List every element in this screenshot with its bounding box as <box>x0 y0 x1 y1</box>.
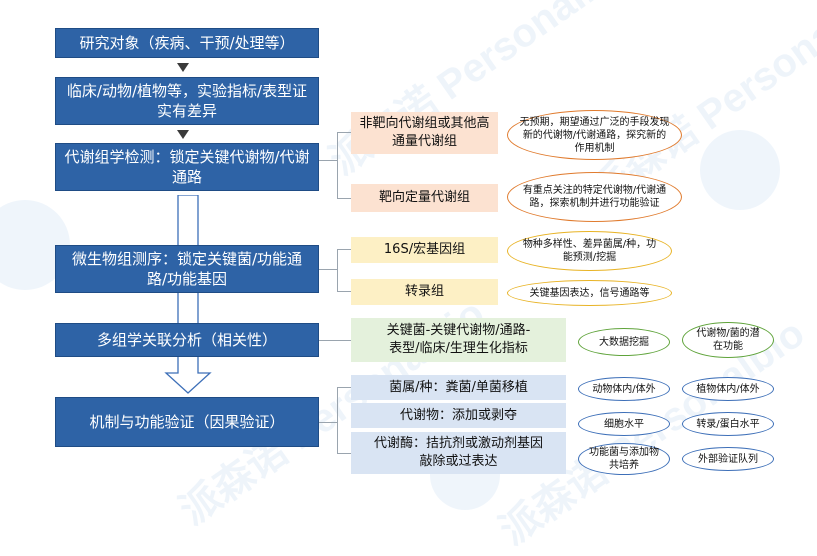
connector-line <box>319 160 337 161</box>
strain-transplant-box: 菌属/种：粪菌/单菌移植 <box>351 375 566 400</box>
untargeted-metabolome-box: 非靶向代谢组或其他高通量代谢组 <box>351 112 498 154</box>
association-box: 关键菌-关键代谢物/通路-表型/临床/生理生化指标 <box>351 318 566 362</box>
bigdata-mining-oval: 大数据挖掘 <box>578 328 670 356</box>
potential-function-oval: 代谢物/菌的潜在功能 <box>682 322 774 358</box>
coculture-oval: 功能菌与添加物共培养 <box>578 443 670 475</box>
transcriptome-note-oval: 关键基因表达，信号通路等 <box>507 280 672 306</box>
watermark-blob <box>700 130 780 210</box>
external-cohort-oval: 外部验证队列 <box>682 447 774 471</box>
connector-line <box>319 269 337 270</box>
connector-line <box>337 132 351 133</box>
connector-line <box>319 422 337 423</box>
connector-line <box>319 340 351 341</box>
connector-line <box>337 249 351 250</box>
main-step-phenotype: 临床/动物/植物等，实验指标/表型证实有差异 <box>55 77 319 125</box>
connector-line <box>337 198 351 199</box>
metabolite-add-remove-box: 代谢物：添加或剥夺 <box>351 403 566 428</box>
main-step-microbiome: 微生物组测序：锁定关键菌/功能通路/功能基因 <box>55 245 319 293</box>
plant-invivo-oval: 植物体内/体外 <box>682 377 774 401</box>
main-step-metabolomics: 代谢组学检测：锁定关键代谢物/代谢通路 <box>55 143 319 191</box>
16s-metagenome-box: 16S/宏基因组 <box>351 237 498 263</box>
connector-line <box>337 387 338 453</box>
main-step-association: 多组学关联分析（相关性） <box>55 323 319 357</box>
hollow-down-arrow <box>164 195 212 394</box>
main-step-validation: 机制与功能验证（因果验证） <box>55 397 319 447</box>
connector-line <box>337 453 351 454</box>
down-arrow <box>177 63 189 72</box>
transcriptome-box: 转录组 <box>351 279 498 305</box>
transcript-protein-oval: 转录/蛋白水平 <box>682 412 774 436</box>
connector-line <box>337 132 338 198</box>
main-step-research-object: 研究对象（疾病、干预/处理等） <box>55 28 319 58</box>
targeted-note-oval: 有重点关注的特定代谢物/代谢通路，探索机制并进行功能验证 <box>507 172 682 222</box>
targeted-metabolome-box: 靶向定量代谢组 <box>351 184 498 212</box>
animal-invivo-oval: 动物体内/体外 <box>578 377 670 401</box>
down-arrow <box>177 130 189 139</box>
untargeted-note-oval: 无预期，期望通过广泛的手段发现新的代谢物/代谢通路，探究新的作用机制 <box>507 110 682 160</box>
cell-level-oval: 细胞水平 <box>578 412 670 436</box>
metabolic-enzyme-box: 代谢酶：拮抗剂或激动剂基因敲除或过表达 <box>351 432 566 474</box>
connector-line <box>337 387 351 388</box>
16s-note-oval: 物种多样性、差异菌属/种，功能预测/挖掘 <box>507 231 672 271</box>
connector-line <box>337 249 338 291</box>
connector-line <box>337 291 351 292</box>
